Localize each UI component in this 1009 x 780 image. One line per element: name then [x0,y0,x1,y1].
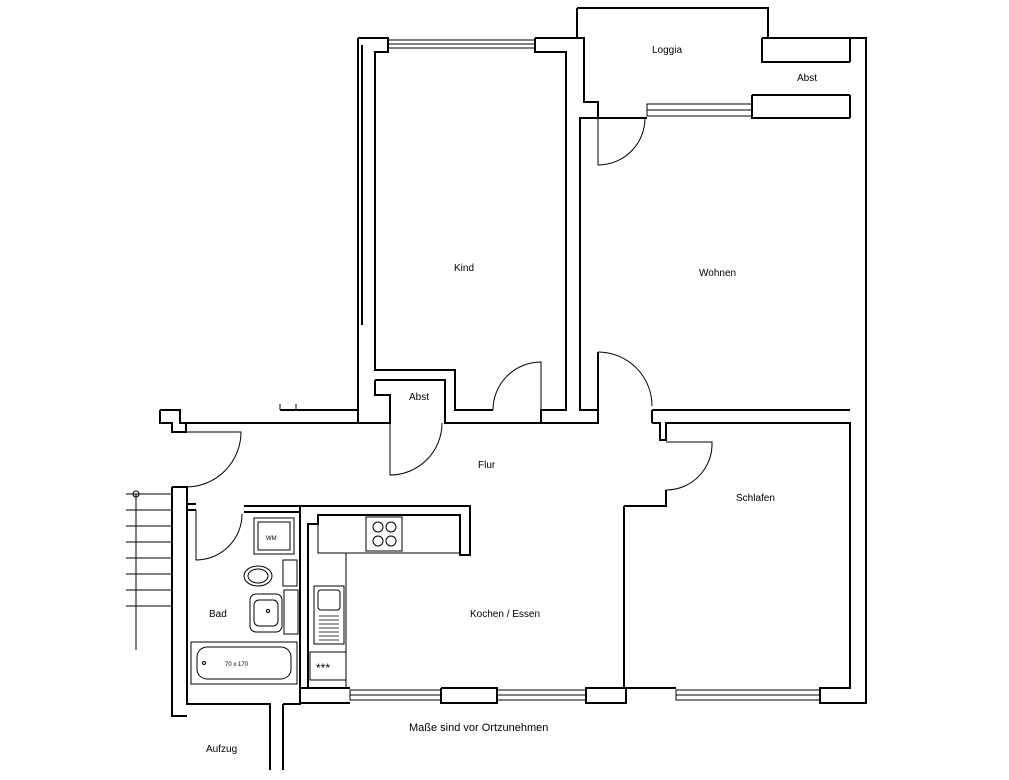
room-label-kochen-essen: Kochen / Essen [470,609,540,620]
room-label-loggia: Loggia [652,45,682,56]
room-label-aufzug: Aufzug [206,744,237,755]
cooktop [365,516,403,552]
windows [349,39,821,701]
kitchen-counter-top [317,514,461,554]
toilet [282,559,298,587]
bath-fixtures [190,517,299,685]
washing-machine [253,517,295,555]
room-label-abst-mid: Abst [409,392,429,403]
room-label-bad: Bad [209,609,227,620]
room-labels: Loggia Abst Kind Wohnen Abst Flur Schlaf… [206,45,817,755]
room-label-kind: Kind [454,263,474,274]
stove-marks: *** [316,661,330,675]
room-label-abst-top: Abst [797,73,817,84]
measurement-note: Maße sind vor Ortzunehmen [409,722,548,734]
fixture-labels: 70 x 170 WM *** [225,536,330,675]
bathtub-size-label: 70 x 170 [225,662,249,668]
stairs [126,490,172,650]
kitchen-fixtures [308,514,461,689]
walls [159,7,867,770]
bath-sink [249,593,283,633]
room-label-flur: Flur [478,460,496,471]
kitchen-sink [313,585,345,645]
room-label-wohnen: Wohnen [699,268,736,279]
bathtub [190,641,298,685]
room-label-schlafen: Schlafen [736,493,775,504]
washing-machine-label: WM [266,536,277,542]
doors [185,117,713,561]
